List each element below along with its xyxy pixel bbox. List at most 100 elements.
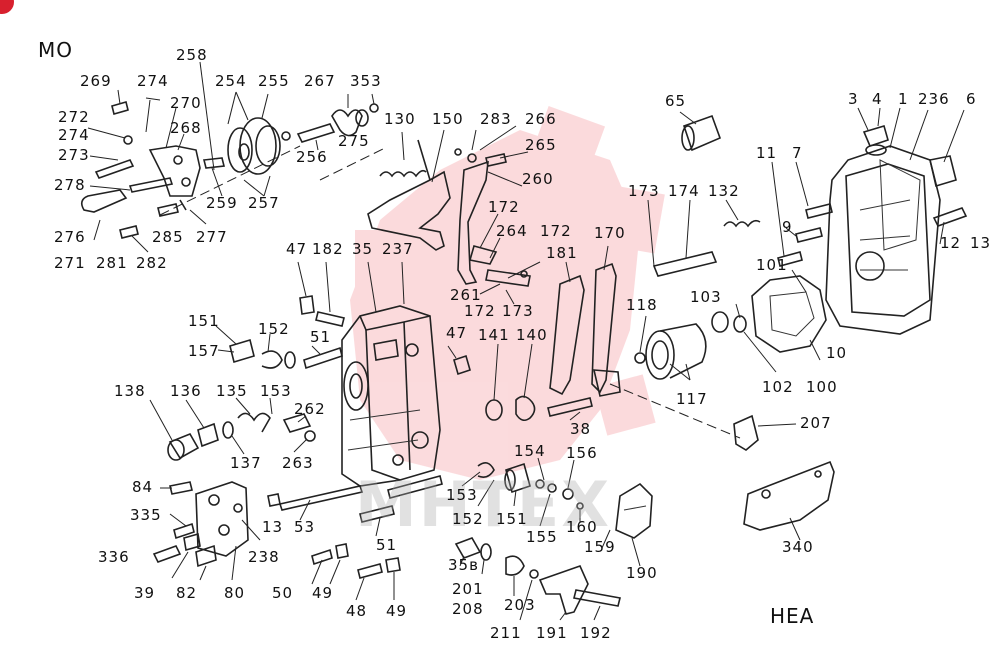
callout-192: 192 [580,624,612,642]
callout-262: 262 [294,400,326,418]
callout-49: 49 [386,602,408,620]
callout-65: 65 [665,92,687,110]
callout-211: 211 [490,624,522,642]
callout-103: 103 [690,288,722,306]
callout-9: 9 [782,218,793,236]
callout-335: 335 [130,506,162,524]
callout-255: 255 [258,72,290,90]
callout-269: 269 [80,72,112,90]
callout-282: 282 [136,254,168,272]
callout-13: 13 [262,518,284,536]
callout-159: 159 [584,538,616,556]
callout-272: 272 [58,108,90,126]
bracket-340 [743,460,835,541]
bottom-middle-group [461,457,653,567]
callout-130: 130 [384,110,416,128]
callout-12: 12 [940,234,962,252]
callout-101: 101 [756,256,788,274]
callout-208: 208 [452,600,484,618]
callout-336: 336 [98,548,130,566]
callout-172: 172 [540,222,572,240]
watermark-emblem [350,105,665,480]
callout-207: 207 [800,414,832,432]
callout-11: 11 [756,144,778,162]
callout-155: 155 [526,528,558,546]
callout-3: 3 [848,90,859,108]
callout-256: 256 [296,148,328,166]
callout-170: 170 [594,224,626,242]
callout-172: 172 [488,198,520,216]
callout-191: 191 [536,624,568,642]
callout-117: 117 [676,390,708,408]
callout-181: 181 [546,244,578,262]
callout-274: 274 [58,126,90,144]
callout-278: 278 [54,176,86,194]
callout-35: 35 [352,240,374,258]
callout-353: 353 [350,72,382,90]
callout-263: 263 [282,454,314,472]
callout-236: 236 [918,90,950,108]
callout-190: 190 [626,564,658,582]
callout-277: 277 [196,228,228,246]
callout-173: 173 [628,182,660,200]
code-hea: HEA [770,604,815,628]
callout-102: 102 [762,378,794,396]
callout-35b: 35в [448,556,479,574]
callout-154: 154 [514,442,546,460]
callout-266: 266 [525,110,557,128]
callout-237: 237 [382,240,414,258]
callout-136: 136 [170,382,202,400]
callout-257: 257 [248,194,280,212]
housing-cover-group [825,107,965,335]
callout-13: 13 [970,234,992,252]
bottom-left-block-group [152,481,261,581]
shaft-group-174 [647,161,968,277]
callout-172: 172 [464,302,496,320]
lever-group-181 [485,245,797,451]
callout-152: 152 [452,510,484,528]
callout-4: 4 [872,90,883,108]
callout-270: 270 [170,94,202,112]
callout-201: 201 [452,580,484,598]
callout-47: 47 [286,240,308,258]
callout-100: 100 [806,378,838,396]
callout-150: 150 [432,110,464,128]
callout-254: 254 [215,72,247,90]
code-mo: MO [38,38,73,62]
callout-132: 132 [708,182,740,200]
callout-152: 152 [258,320,290,338]
drive-group-100 [634,269,827,381]
callout-268: 268 [170,119,202,137]
callout-51: 51 [310,328,332,346]
callout-80: 80 [224,584,246,602]
bottom-shaft-group [454,537,621,621]
callout-153: 153 [446,486,478,504]
callout-273: 273 [58,146,90,164]
callout-260: 260 [522,170,554,188]
callout-118: 118 [626,296,658,314]
callout-153: 153 [260,382,292,400]
part-65-plug [679,111,722,152]
callout-84: 84 [132,478,154,496]
callout-285: 285 [152,228,184,246]
callout-173: 173 [502,302,534,320]
control-lever-group [367,125,541,305]
callout-151: 151 [496,510,528,528]
callout-340: 340 [782,538,814,556]
callout-261: 261 [450,286,482,304]
callout-156: 156 [566,444,598,462]
callout-271: 271 [54,254,86,272]
governor-linkage-group [80,61,386,253]
callout-49: 49 [312,584,334,602]
callout-10: 10 [826,344,848,362]
callout-6: 6 [966,90,977,108]
callout-274: 274 [137,72,169,90]
callout-259: 259 [206,194,238,212]
callout-39: 39 [134,584,156,602]
callout-48: 48 [346,602,368,620]
callout-264: 264 [496,222,528,240]
callout-53: 53 [294,518,316,536]
callout-82: 82 [176,584,198,602]
callout-275: 275 [338,132,370,150]
